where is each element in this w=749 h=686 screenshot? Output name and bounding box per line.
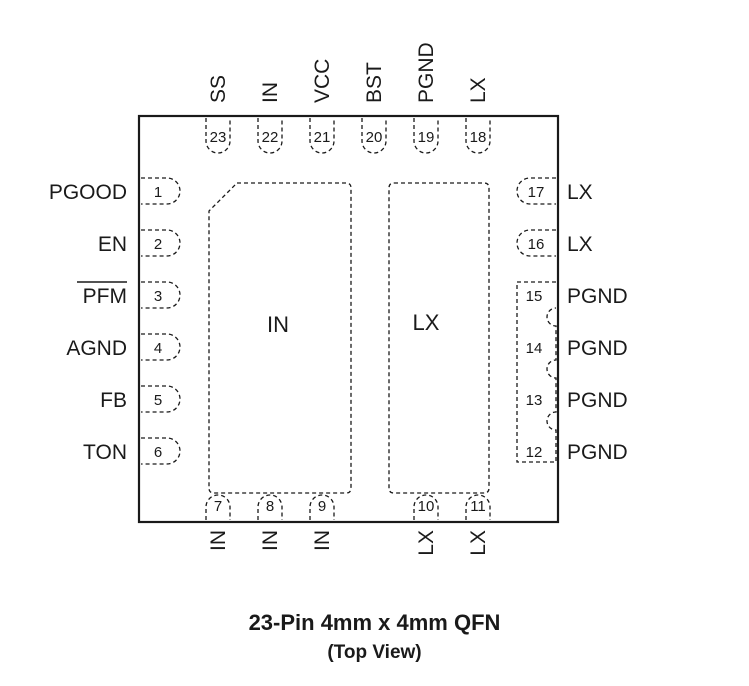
svg-text:PGND: PGND [567, 389, 628, 412]
pin-11: 11 LX [465, 494, 491, 556]
pad-label-lx: LX [413, 310, 440, 335]
pin-16: 16 LX [516, 229, 593, 257]
svg-text:14: 14 [526, 340, 543, 357]
svg-text:21: 21 [314, 129, 331, 146]
svg-text:22: 22 [262, 129, 279, 146]
svg-text:6: 6 [154, 444, 162, 461]
svg-text:4: 4 [154, 340, 162, 357]
package-subtitle: (Top View) [327, 642, 422, 663]
pin-6: 6 TON [83, 437, 181, 465]
left-pins: 1 PGOOD 2 EN 3 PFM 4 AGND 5 FB 6 TON [49, 177, 181, 465]
svg-text:2: 2 [154, 236, 162, 253]
svg-text:7: 7 [214, 498, 222, 515]
svg-text:LX: LX [567, 181, 593, 204]
pin-13: 13 PGND [526, 389, 628, 412]
svg-text:LX: LX [467, 530, 490, 556]
pin-10: 10 LX [413, 494, 439, 556]
exposed-pad-lx [388, 182, 490, 494]
exposed-pad-in [208, 182, 352, 494]
svg-text:17: 17 [528, 184, 545, 201]
pin-19: 19 PGND [413, 42, 439, 154]
svg-text:LX: LX [467, 77, 490, 103]
svg-text:FB: FB [100, 389, 127, 412]
svg-text:PFM: PFM [83, 285, 127, 308]
svg-text:IN: IN [207, 530, 230, 551]
svg-text:1: 1 [154, 184, 162, 201]
bottom-pins: 7 IN 8 IN 9 IN 10 LX 11 LX [205, 494, 491, 556]
svg-text:PGND: PGND [415, 42, 438, 103]
pin-7: 7 IN [205, 494, 231, 551]
pin-4: 4 AGND [66, 333, 181, 361]
pin-5: 5 FB [100, 385, 181, 413]
svg-text:BST: BST [363, 62, 386, 103]
pin-15: 15 PGND [526, 285, 628, 308]
svg-text:12: 12 [526, 444, 543, 461]
svg-text:11: 11 [470, 498, 486, 515]
pin-21: 21 VCC [309, 59, 335, 154]
svg-text:20: 20 [366, 129, 383, 146]
svg-text:AGND: AGND [66, 337, 127, 360]
pin-3: 3 PFM [77, 281, 181, 309]
pin-14: 14 PGND [526, 337, 628, 360]
svg-text:LX: LX [415, 530, 438, 556]
svg-text:PGND: PGND [567, 337, 628, 360]
svg-text:3: 3 [154, 288, 162, 305]
svg-text:5: 5 [154, 392, 162, 409]
svg-text:15: 15 [526, 288, 543, 305]
right-pins: 17 LX 16 LX 15 PGND 14 PGND 13 PGND 12 P… [516, 177, 628, 464]
svg-text:TON: TON [83, 441, 127, 464]
svg-text:LX: LX [567, 233, 593, 256]
svg-text:8: 8 [266, 498, 274, 515]
svg-text:18: 18 [470, 129, 487, 146]
svg-text:PGND: PGND [567, 441, 628, 464]
svg-text:9: 9 [318, 498, 326, 515]
pin-9: 9 IN [309, 494, 335, 551]
svg-text:IN: IN [259, 530, 282, 551]
pin-8: 8 IN [257, 494, 283, 551]
svg-text:SS: SS [207, 75, 230, 103]
svg-text:19: 19 [418, 129, 435, 146]
package-body [137, 114, 560, 524]
svg-text:16: 16 [528, 236, 545, 253]
pin-18: 18 LX [465, 77, 491, 154]
pin-1: 1 PGOOD [49, 177, 181, 205]
svg-text:PGND: PGND [567, 285, 628, 308]
pgnd-merged-pad [516, 281, 557, 463]
pin-12: 12 PGND [526, 441, 628, 464]
package-title: 23-Pin 4mm x 4mm QFN [248, 610, 501, 635]
pin-2: 2 EN [98, 229, 181, 257]
pin-22: 22 IN [257, 82, 283, 154]
top-pins: 23 SS 22 IN 21 VCC 20 BST 19 PGND 18 LX [205, 42, 491, 154]
svg-text:PGOOD: PGOOD [49, 181, 127, 204]
pin-17: 17 LX [516, 177, 593, 205]
svg-text:13: 13 [526, 392, 543, 409]
pin-20: 20 BST [361, 62, 387, 154]
pin-23: 23 SS [205, 75, 231, 154]
svg-text:IN: IN [311, 530, 334, 551]
pad-label-in: IN [267, 312, 289, 337]
svg-text:VCC: VCC [311, 59, 334, 103]
svg-text:EN: EN [98, 233, 127, 256]
svg-text:10: 10 [418, 498, 435, 515]
svg-text:IN: IN [259, 82, 282, 103]
svg-text:23: 23 [210, 129, 227, 146]
